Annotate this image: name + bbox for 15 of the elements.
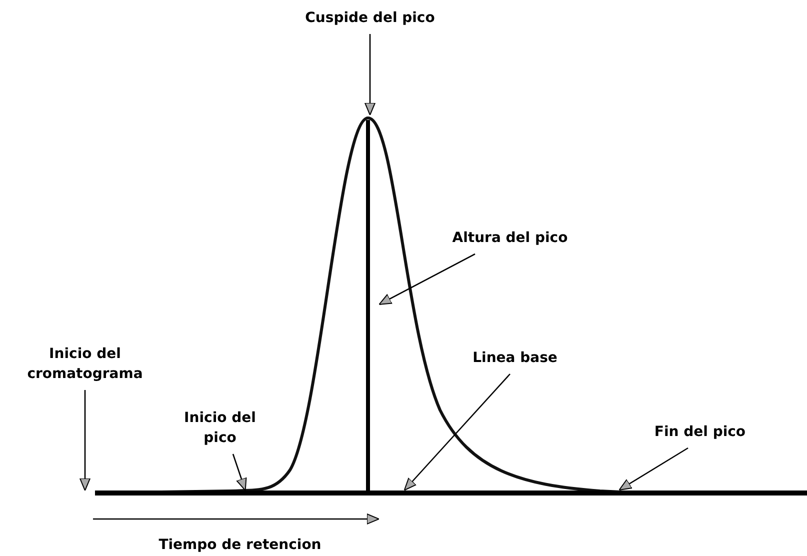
peak-height-line [366,120,370,493]
axis-label: Tiempo de retencion [158,536,322,555]
callout-label: Inicio del pico [175,408,265,448]
leader-line [232,454,247,491]
leader-line [364,34,376,116]
baseline [95,490,807,496]
leader-line [404,374,510,491]
leader-line [618,447,688,491]
callout-label: Fin del pico [630,422,770,442]
callout-label: Cuspide del pico [300,8,440,28]
callout-label: Altura del pico [420,228,600,248]
callout-label: Inicio del cromatograma [10,344,160,384]
callout-label: Linea base [460,348,570,368]
leader-line [80,390,90,491]
leader-line [378,253,476,305]
